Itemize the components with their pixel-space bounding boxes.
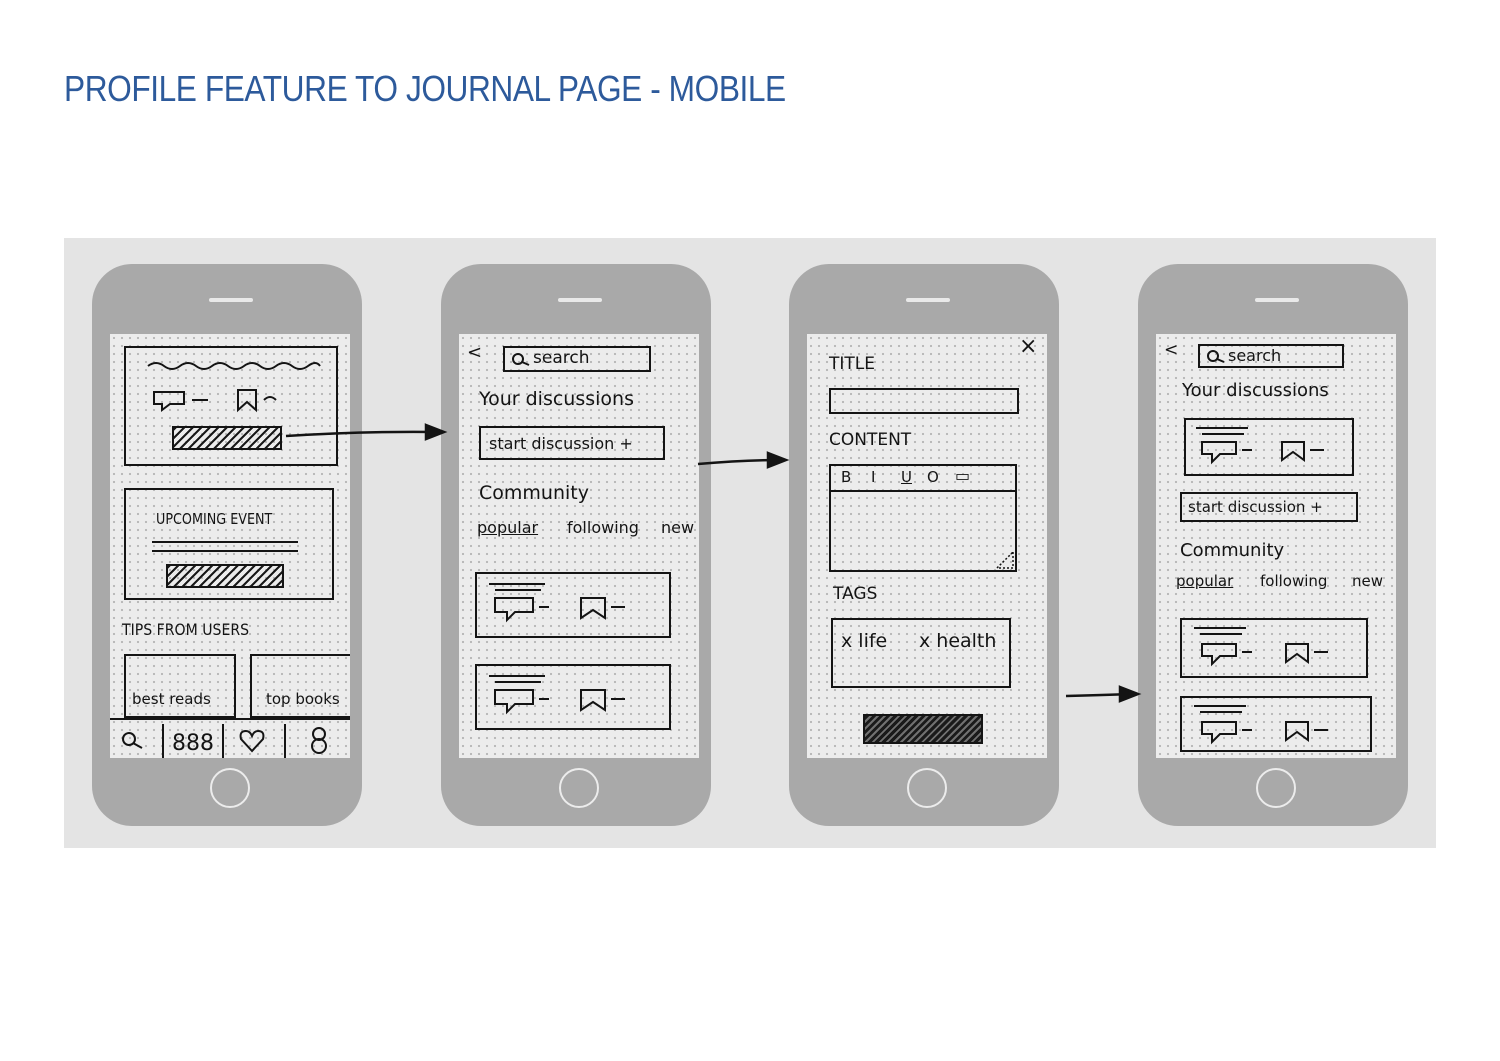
phone-profile: UPCOMING EVENT TIPS FROM USERS best read… [92,264,362,826]
heart-icon[interactable] [238,728,266,754]
my-discussion-card[interactable] [1184,418,1354,476]
discussion-card[interactable] [1180,618,1368,678]
search-icon [1207,350,1225,363]
discussion-card[interactable] [1180,696,1372,752]
tag-chip[interactable]: x life [841,630,888,652]
tips-heading: TIPS FROM USERS [122,620,250,639]
submit-button[interactable] [863,714,983,744]
upcoming-event-card[interactable]: UPCOMING EVENT [124,488,334,600]
arrow-profile-to-discussions [285,423,448,441]
tab-popular[interactable]: popular [477,518,539,537]
grid-icon[interactable]: 888 [170,728,214,754]
screen-new-discussion: × TITLE CONTENT B I U O ▭ TAGS x life x … [807,334,1047,758]
phone-new-discussion: × TITLE CONTENT B I U O ▭ TAGS x life x … [789,264,1059,826]
underline-button[interactable]: U [901,468,912,486]
squiggle-title-icon [147,362,321,370]
tip-card[interactable]: top books [250,654,350,718]
svg-text:888: 888 [172,731,214,754]
join-button[interactable] [172,426,282,450]
your-discussions-heading: Your discussions [1182,380,1329,401]
discussion-card[interactable] [475,664,671,730]
tags-field[interactable]: x life x health [831,618,1011,688]
back-button[interactable]: < [1164,340,1179,360]
home-button [1256,768,1296,808]
discussion-card-icons [1194,627,1328,667]
arrow-discussions-to-form [697,451,790,469]
image-button[interactable]: ▭ [955,466,971,485]
start-discussion-label: start discussion + [489,434,633,453]
tags-label: TAGS [833,584,878,604]
start-discussion-button[interactable]: start discussion + [1180,492,1358,522]
title-field[interactable] [829,388,1019,414]
tab-following[interactable]: following [1260,572,1328,590]
phone-speaker [558,298,602,302]
nav-divider [162,724,164,758]
event-text-lines-icon [152,541,298,552]
arrow-form-to-updated [1065,685,1142,703]
phone-speaker [1255,298,1299,302]
phone-speaker [209,298,253,302]
content-label: CONTENT [829,430,912,450]
discussion-card-icons [489,675,625,715]
feature-card [124,346,338,466]
phone-discussions-updated: < search Your discussions star [1138,264,1408,826]
tab-popular[interactable]: popular [1176,572,1234,590]
search-placeholder: search [1228,346,1282,365]
phone-speaker [906,298,950,302]
tag-chip[interactable]: x health [919,630,997,652]
search-input[interactable]: search [503,346,651,372]
event-label: UPCOMING EVENT [156,510,273,528]
tab-following[interactable]: following [567,518,639,537]
start-discussion-button[interactable]: start discussion + [479,426,665,460]
start-discussion-label: start discussion + [1188,498,1323,516]
your-discussions-heading: Your discussions [479,388,634,410]
screen-discussions: < search Your discussions start discussi… [459,334,699,758]
format-toolbar: B I U O ▭ [831,466,1015,492]
back-button[interactable]: < [467,342,483,363]
screen-profile: UPCOMING EVENT TIPS FROM USERS best read… [110,334,350,758]
tab-new[interactable]: new [661,518,695,537]
discussion-card-icons [1194,705,1328,745]
home-button [559,768,599,808]
tip-card-label: best reads [132,690,211,708]
discussion-card[interactable] [475,572,671,638]
community-heading: Community [479,482,589,504]
nav-divider [222,724,224,758]
resize-handle-icon[interactable] [995,550,1015,570]
comment-bookmark-icons [153,389,277,413]
search-placeholder: search [533,348,590,368]
content-editor[interactable]: B I U O ▭ [829,464,1017,572]
discussion-card-icons [1196,427,1324,465]
list-button[interactable]: O [927,468,939,486]
nav-divider [284,724,286,758]
screen-discussions-updated: < search Your discussions star [1156,334,1396,758]
sketch-scan: UPCOMING EVENT TIPS FROM USERS best read… [64,238,1436,848]
home-button [210,768,250,808]
flow-arrows [285,423,1142,703]
community-heading: Community [1180,540,1285,561]
title-label: TITLE [829,354,875,374]
bold-button[interactable]: B [841,468,852,486]
tip-card[interactable]: best reads [124,654,236,718]
discussion-card-icons [489,583,625,623]
event-button[interactable] [166,564,284,588]
search-icon[interactable] [120,730,146,752]
close-icon[interactable]: × [1019,334,1038,359]
search-icon [512,353,530,366]
tab-new[interactable]: new [1352,572,1384,590]
page-title: PROFILE FEATURE TO JOURNAL PAGE - MOBILE [64,68,786,109]
search-input[interactable]: search [1198,344,1344,368]
bottom-nav: 888 [110,718,350,758]
home-button [907,768,947,808]
tip-card-label: top books [266,690,340,708]
profile-icon[interactable] [308,726,330,754]
italic-button[interactable]: I [871,468,876,486]
phone-discussions: < search Your discussions start discussi… [441,264,711,826]
